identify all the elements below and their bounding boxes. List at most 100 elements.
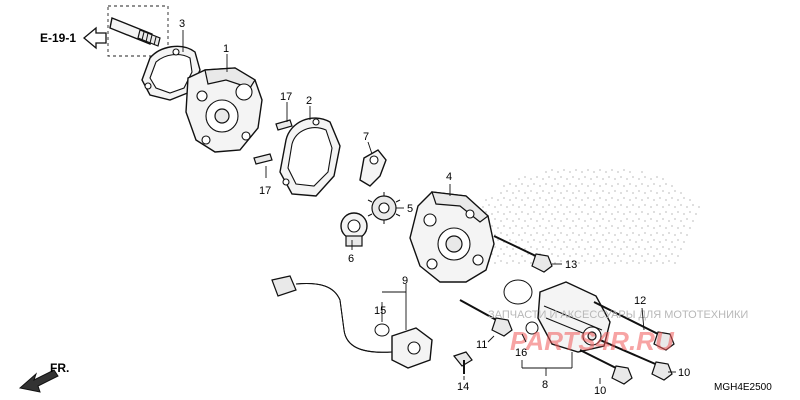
watermark-dot [692, 220, 694, 222]
part-4-housing[interactable] [409, 191, 495, 283]
watermark-dot [572, 260, 574, 262]
watermark-dot [551, 225, 553, 227]
watermark-dot [629, 211, 631, 213]
part-14-bolt[interactable] [452, 351, 473, 374]
watermark-dot [641, 239, 643, 241]
watermark-dot [536, 192, 538, 194]
part-3-gasket[interactable] [141, 45, 201, 101]
watermark-dot [599, 185, 601, 187]
watermark-dot [551, 213, 553, 215]
watermark-dot [518, 218, 520, 220]
watermark-dot [632, 232, 634, 234]
watermark-dot [533, 183, 535, 185]
watermark-dot [587, 185, 589, 187]
watermark-dot [674, 190, 676, 192]
watermark-dot [677, 199, 679, 201]
part-6-gear[interactable] [340, 212, 368, 247]
watermark-dot [524, 220, 526, 222]
callout-13: 13 [565, 259, 577, 271]
watermark-dot [545, 211, 547, 213]
part-15-o-ring[interactable] [374, 323, 390, 337]
part-7-bracket[interactable] [359, 149, 387, 187]
watermark-dot [575, 253, 577, 255]
part-1-pump-body[interactable] [185, 67, 263, 153]
watermark-dot [491, 225, 493, 227]
watermark-dot [566, 262, 568, 264]
watermark-dot [530, 246, 532, 248]
watermark-dot [518, 190, 520, 192]
shaft-part [109, 17, 161, 47]
watermark-dot [551, 253, 553, 255]
left-arrow-icon [82, 26, 107, 50]
watermark-dot [629, 199, 631, 201]
watermark-dot [668, 220, 670, 222]
watermark-dot [575, 197, 577, 199]
part-10-bolt-upper[interactable] [599, 339, 673, 381]
watermark-dot [569, 227, 571, 229]
watermark-dot [500, 232, 502, 234]
part-12-bolt[interactable] [593, 301, 675, 351]
watermark-dot [542, 190, 544, 192]
watermark-dot [497, 211, 499, 213]
watermark-dot [665, 211, 667, 213]
watermark-dot [620, 220, 622, 222]
part-13-bolt[interactable] [493, 235, 553, 273]
part-17-dowel-pin-upper[interactable] [275, 119, 293, 131]
watermark-dot [572, 220, 574, 222]
watermark-dot [611, 225, 613, 227]
watermark-dot [626, 262, 628, 264]
watermark-dot [524, 204, 526, 206]
watermark-dot [629, 183, 631, 185]
watermark-dot [668, 232, 670, 234]
watermark-dot [524, 232, 526, 234]
watermark-dot [599, 225, 601, 227]
part-11-bolt[interactable] [459, 299, 513, 337]
part-17-dowel-pin-lower[interactable] [253, 153, 273, 165]
watermark-dot [659, 213, 661, 215]
watermark-dot [542, 218, 544, 220]
watermark-dot [548, 248, 550, 250]
watermark-dot [629, 255, 631, 257]
watermark-dot [623, 197, 625, 199]
watermark-dot [518, 178, 520, 180]
callout-10-upper: 10 [678, 367, 690, 379]
part-5-gear[interactable] [367, 192, 401, 224]
watermark-dot [521, 227, 523, 229]
watermark-dot [608, 260, 610, 262]
part-9-sensor-assembly[interactable] [271, 275, 433, 369]
watermark-dot [578, 218, 580, 220]
part-16-washer[interactable] [525, 321, 539, 335]
watermark-dot [503, 197, 505, 199]
callout-6: 6 [348, 253, 354, 265]
part-10-bolt-lower[interactable] [579, 349, 633, 385]
watermark-dot [560, 248, 562, 250]
watermark-dot [542, 206, 544, 208]
watermark-dot [599, 169, 601, 171]
watermark-dot [563, 185, 565, 187]
watermark-dot [509, 183, 511, 185]
watermark-dot [656, 260, 658, 262]
watermark-dot [680, 220, 682, 222]
reference-arrow[interactable]: E-19-1 [40, 26, 107, 50]
watermark-dot [563, 241, 565, 243]
watermark-dot [557, 211, 559, 213]
watermark-dot [605, 171, 607, 173]
watermark-dot [668, 248, 670, 250]
watermark-dot [650, 178, 652, 180]
part-8-motor-assembly[interactable] [537, 281, 611, 353]
watermark-dot [596, 192, 598, 194]
watermark-dot [638, 190, 640, 192]
watermark-dot [542, 246, 544, 248]
watermark-dot [611, 197, 613, 199]
watermark-dot [590, 246, 592, 248]
watermark-dot [539, 241, 541, 243]
watermark-dot [614, 234, 616, 236]
part-2-gasket[interactable] [279, 117, 341, 197]
o-ring[interactable] [503, 279, 533, 305]
watermark-dot [545, 199, 547, 201]
watermark-dot [533, 211, 535, 213]
watermark-dot [548, 176, 550, 178]
watermark-dot [509, 255, 511, 257]
watermark-dot [605, 183, 607, 185]
watermark-dot [554, 218, 556, 220]
